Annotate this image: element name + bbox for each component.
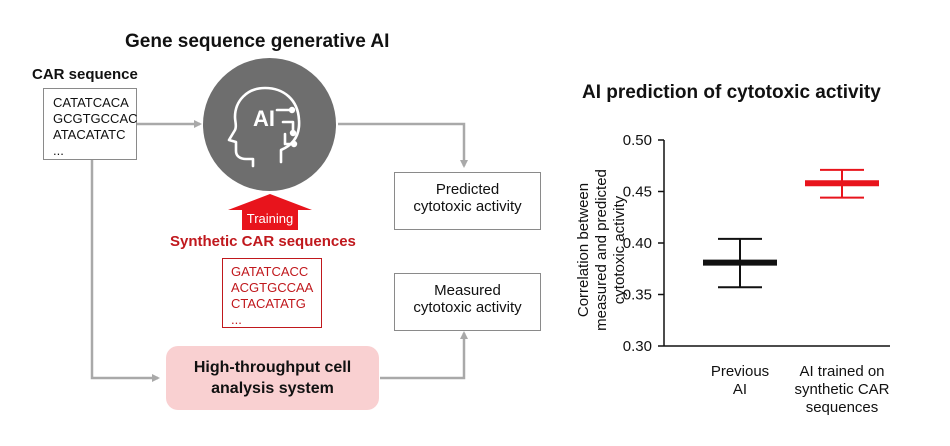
x-category-label: AI: [733, 381, 747, 398]
measured-activity-box: Measured cytotoxic activity: [394, 273, 541, 331]
y-axis-label-line: measured and predicted: [593, 169, 610, 331]
htp-line: analysis system: [211, 380, 334, 397]
car-seq-line: GCGTGCCAC: [53, 111, 138, 126]
flow-arrows: [90, 120, 468, 382]
synthetic-seq-line: GATATCACC: [231, 264, 309, 279]
arrow-car-to-htp: [90, 160, 160, 382]
car-sequence-box: CATATCACA GCGTGCCAC ATACATATC ...: [43, 88, 138, 160]
measured-line: Measured: [434, 282, 501, 299]
car-seq-line: ATACATATC: [53, 127, 126, 142]
diagram-title: Gene sequence generative AI: [125, 31, 390, 52]
synthetic-car-label: Synthetic CAR sequences: [170, 233, 356, 250]
predicted-line: Predicted: [435, 181, 500, 198]
x-category-label: AI trained on: [799, 363, 884, 380]
car-seq-line: ...: [53, 143, 64, 158]
y-tick-label: 0.50: [623, 132, 652, 149]
synthetic-sequence-box: GATATCACC ACGTGCCAA CTACATATG ...: [222, 258, 322, 328]
car-sequence-label: CAR sequence: [32, 66, 138, 83]
training-label: Training: [247, 211, 293, 226]
y-axis-label: Correlation between measured and predict…: [575, 169, 628, 331]
synthetic-seq-line: ACGTGCCAA: [231, 280, 314, 295]
synthetic-seq-line: CTACATATG: [231, 296, 306, 311]
htp-analysis-box: High-throughput cell analysis system: [166, 346, 379, 410]
ai-head-icon: AI: [227, 86, 301, 168]
synthetic-seq-line: ...: [231, 312, 242, 327]
x-category-label: sequences: [806, 399, 879, 416]
y-axis-label-line: cytotoxic activity: [611, 195, 628, 304]
car-seq-line: CATATCACA: [53, 95, 129, 110]
training-arrow: Training: [228, 194, 312, 230]
y-tick-label: 0.45: [623, 184, 652, 201]
arrow-htp-to-measured: [380, 331, 468, 380]
chart-title: AI prediction of cytotoxic activity: [582, 82, 881, 103]
correlation-chart: Correlation between measured and predict…: [575, 132, 890, 416]
ai-icon-text: AI: [253, 106, 275, 131]
y-tick-label: 0.40: [623, 235, 652, 252]
predicted-line: cytotoxic activity: [413, 198, 522, 215]
x-category-label: Previous: [711, 363, 769, 380]
y-tick-label: 0.30: [623, 338, 652, 355]
measured-line: cytotoxic activity: [413, 299, 522, 316]
x-category-label: synthetic CAR: [794, 381, 889, 398]
predicted-activity-box: Predicted cytotoxic activity: [394, 172, 541, 230]
htp-line: High-throughput cell: [193, 359, 352, 376]
y-axis-label-line: Correlation between: [575, 183, 592, 317]
arrow-ai-to-predicted: [338, 122, 468, 168]
ai-model-circle: AI: [203, 58, 336, 191]
y-tick-label: 0.35: [623, 287, 652, 304]
